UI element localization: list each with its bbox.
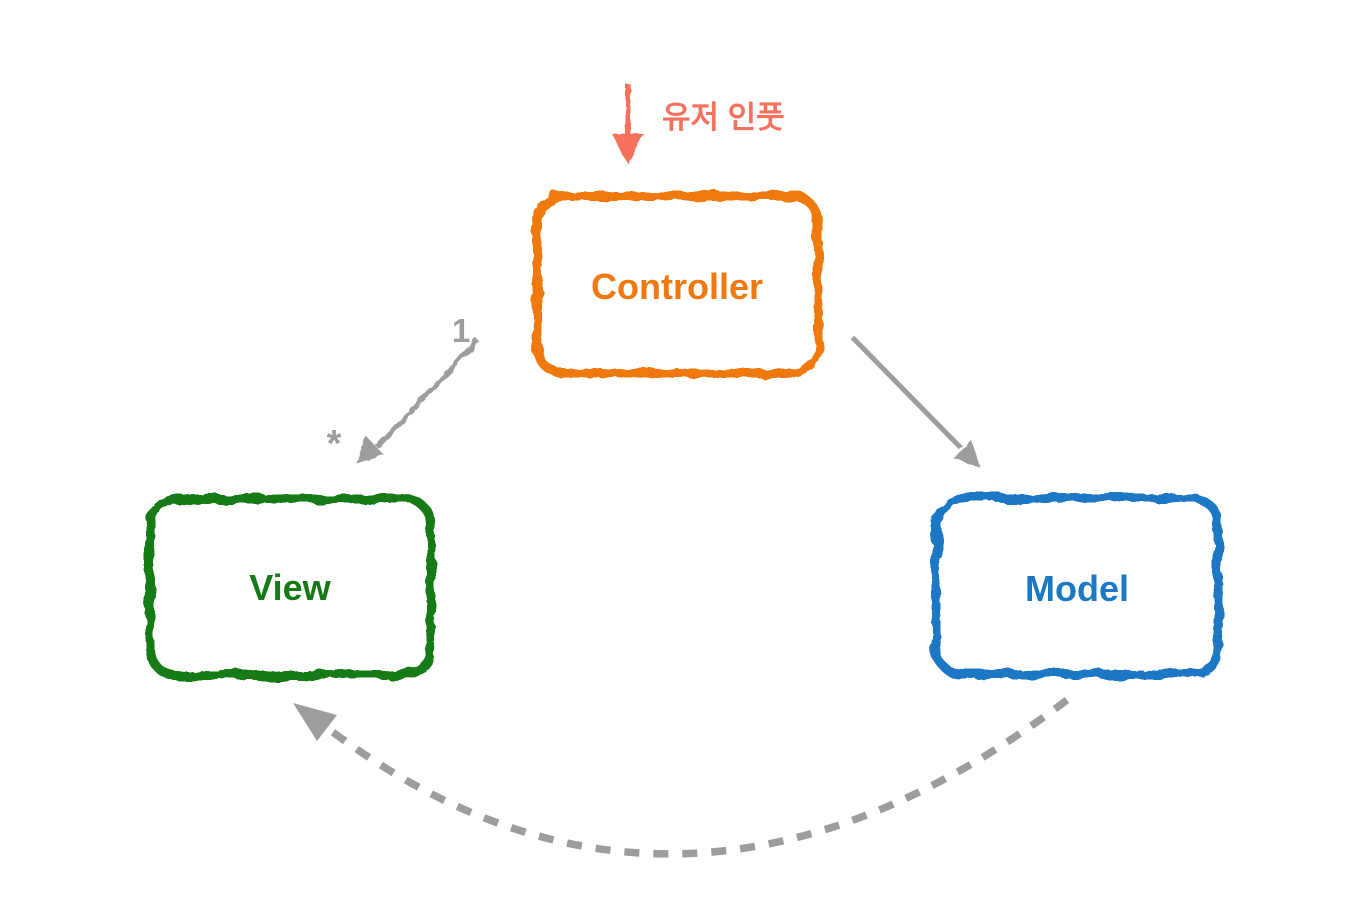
model-label: Model xyxy=(1025,568,1129,609)
controller-to-view-line xyxy=(375,338,480,449)
controller-to-model-line xyxy=(851,336,962,449)
model-box xyxy=(931,493,1223,679)
multiplicity-many-label: * xyxy=(327,423,342,465)
controller-box xyxy=(532,191,823,378)
view-label: View xyxy=(249,567,331,608)
user-input-arrow xyxy=(612,84,644,164)
controller-to-view-arrow xyxy=(357,338,480,464)
controller-to-model-arrowhead-icon xyxy=(953,440,980,467)
controller-to-model-arrow xyxy=(851,336,980,467)
model-to-view-dashed-curve xyxy=(327,697,1070,858)
model-to-view-arrowhead-icon xyxy=(293,703,337,741)
controller-label: Controller xyxy=(591,266,763,307)
view-box xyxy=(145,494,436,680)
controller-to-view-arrowhead-icon xyxy=(357,436,384,464)
multiplicity-one-label: 1 xyxy=(452,312,470,349)
user-input-label: 유저 인풋 xyxy=(662,100,785,135)
user-input-arrowhead-icon xyxy=(612,134,644,164)
